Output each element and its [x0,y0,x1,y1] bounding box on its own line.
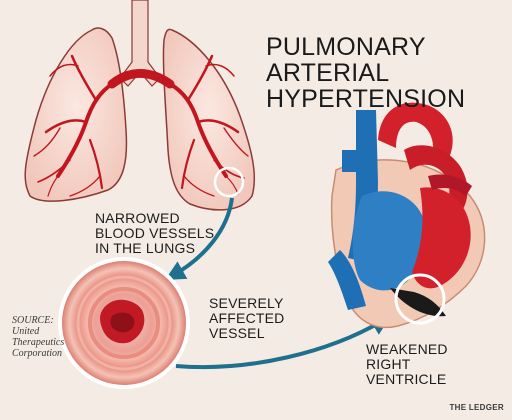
right-heart-chamber [352,191,427,291]
callout-narrowed-vessels: NARROWED BLOOD VESSELS IN THE LUNGS [95,211,214,256]
callout-lungs-line-1: NARROWED [95,210,180,226]
callout-affected-vessel: SEVERELY AFFECTED VESSEL [209,296,285,341]
source-line-4: Corporation [12,348,63,359]
source-line-3: Therapeutics [12,337,65,348]
title-line-2: ARTERIAL [266,59,390,87]
callout-vessel-line-2: AFFECTED [209,310,285,326]
right-ventricle-wall [390,288,446,317]
arrow-to-vessel [165,197,234,280]
left-heart-chamber [412,187,471,289]
ventricle-callout-circle [394,273,446,325]
callout-ventricle-line-1: WEAKENED [366,341,448,357]
source-line-1: SOURCE: [12,315,54,326]
lung-callout-circle [213,166,245,198]
lungs [24,0,256,211]
left-lung [24,27,128,202]
arrow-to-ventricle [175,315,391,370]
title-line-3: HYPERTENSION [266,85,466,113]
diagram-title: PULMONARY ARTERIAL HYPERTENSION [266,34,506,112]
source-note: SOURCE: United Therapeutics Corporation [12,315,64,359]
callout-lungs-line-2: BLOOD VESSELS [95,225,215,241]
arrows [165,197,391,370]
publisher-credit: THE LEDGER [449,403,504,412]
callout-ventricle-line-2: RIGHT [366,356,411,372]
inferior-vena-cava [328,250,366,310]
callout-vessel-line-3: VESSEL [209,325,265,341]
source-line-2: United [12,326,40,337]
vessel-cross-section [58,257,190,389]
callout-weakened-ventricle: WEAKENED RIGHT VENTRICLE [366,342,448,387]
callout-ventricle-line-3: VENTRICLE [366,371,447,387]
pulmonary-arteries [33,54,249,197]
callout-vessel-line-1: SEVERELY [209,295,284,311]
pulmonary-veins [428,174,472,196]
trachea [119,0,161,87]
title-line-1: PULMONARY [266,33,426,61]
callout-lungs-line-3: IN THE LUNGS [95,240,196,256]
aorta [378,102,453,160]
heart [328,102,486,329]
